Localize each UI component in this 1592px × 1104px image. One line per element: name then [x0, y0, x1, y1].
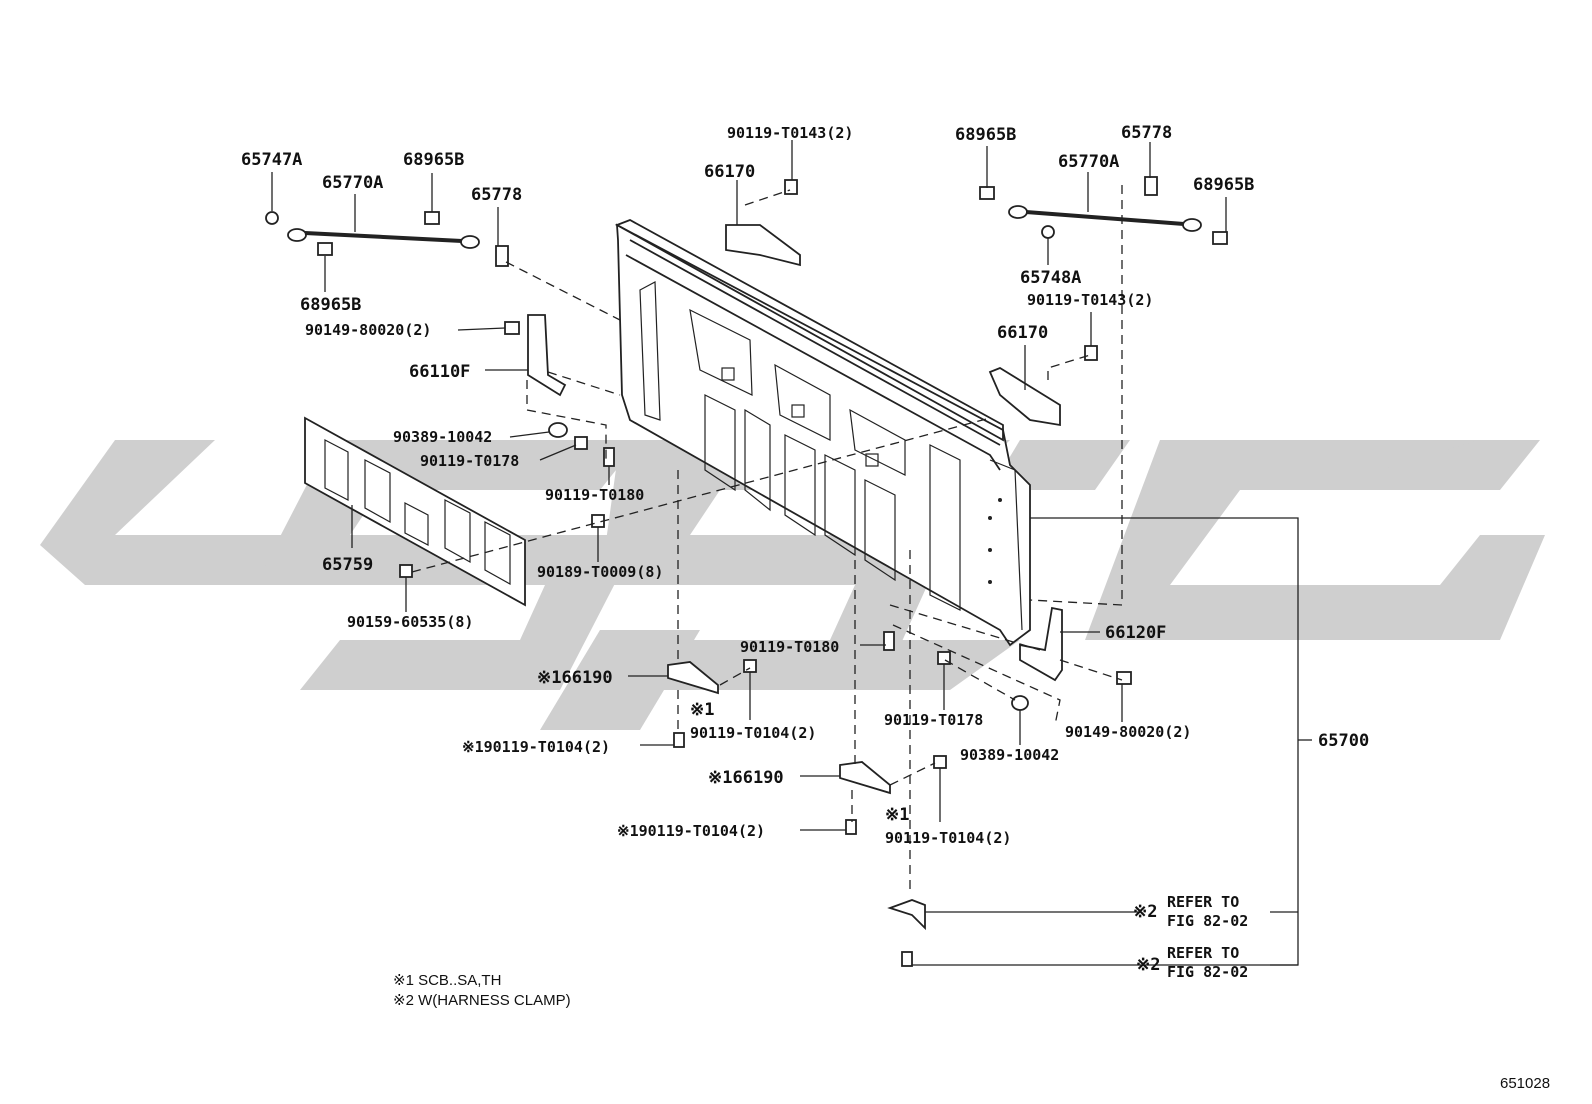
label-166190-left: ※166190 — [537, 668, 613, 688]
label-90119-t0143-top: 90119-T0143(2) — [727, 124, 853, 142]
footnotes: ※1 SCB..SA,TH ※2 W(HARNESS CLAMP) — [393, 972, 571, 1009]
ref2-mark: ※2 — [1136, 955, 1160, 975]
watermark-logo — [40, 440, 1545, 730]
label-68965b-bottom-left: 68965B — [300, 295, 361, 315]
leader-lines — [271, 140, 1312, 966]
label-90389-left: 90389-10042 — [393, 428, 492, 446]
label-90149-left: 90149-80020(2) — [305, 321, 431, 339]
inner-panel — [304, 416, 526, 607]
label-90119-t0180-right: 90119-T0180 — [740, 638, 839, 656]
label-66120f: 66120F — [1105, 623, 1166, 643]
note-mark-left: ※1 — [690, 700, 714, 720]
label-90189: 90189-T0009(8) — [537, 563, 663, 581]
ref2-line1: REFER TO — [1167, 944, 1239, 962]
label-65778-left: 65778 — [471, 185, 522, 205]
label-90149-right: 90149-80020(2) — [1065, 723, 1191, 741]
label-65747a: 65747A — [241, 150, 302, 170]
label-65770a-right: 65770A — [1058, 152, 1119, 172]
label-65748a: 65748A — [1020, 268, 1081, 288]
label-66110f: 66110F — [409, 362, 470, 382]
left-bracket — [504, 314, 567, 397]
ref1-line1: REFER TO — [1167, 893, 1239, 911]
ref2-line2: FIG 82-02 — [1167, 963, 1248, 981]
label-90119-t0178-left: 90119-T0178 — [420, 452, 519, 470]
upper-handle — [725, 179, 801, 267]
label-90119-t0180-left: 90119-T0180 — [545, 486, 644, 504]
label-166190-right: ※166190 — [708, 768, 784, 788]
label-68965b-top-left: 68965B — [403, 150, 464, 170]
label-90159: 90159-60535(8) — [347, 613, 473, 631]
left-support-cable — [265, 211, 509, 267]
right-support-cable — [979, 176, 1228, 245]
label-66170-top: 66170 — [704, 162, 755, 182]
label-90119-t0178-right: 90119-T0178 — [884, 711, 983, 729]
ref1-line2: FIG 82-02 — [1167, 912, 1248, 930]
label-90119-t0143-right: 90119-T0143(2) — [1027, 291, 1153, 309]
note-mark-right: ※1 — [885, 805, 909, 825]
label-65778-right: 65778 — [1121, 123, 1172, 143]
label-68965b-right: 68965B — [1193, 175, 1254, 195]
ref1-mark: ※2 — [1133, 902, 1157, 922]
note-2: ※2 W(HARNESS CLAMP) — [393, 992, 571, 1009]
label-65759: 65759 — [322, 555, 373, 575]
label-90119-t0104-left: 90119-T0104(2) — [690, 724, 816, 742]
right-bracket — [1019, 606, 1132, 685]
assembly-lines — [411, 185, 1123, 895]
label-90389-right: 90389-10042 — [960, 746, 1059, 764]
label-68965b-top-right: 68965B — [955, 125, 1016, 145]
right-lower-hinge — [839, 761, 891, 795]
part-labels: 65747A 65770A 68965B 65778 68965B 90149-… — [241, 123, 1369, 981]
label-90119-t0104-right: 90119-T0104(2) — [885, 829, 1011, 847]
label-66170-right: 66170 — [997, 323, 1048, 343]
label-190119-t0104-right: ※190119-T0104(2) — [617, 822, 765, 840]
note-1: ※1 SCB..SA,TH — [393, 972, 501, 989]
label-190119-t0104-left: ※190119-T0104(2) — [462, 738, 610, 756]
figure-code: 651028 — [1500, 1075, 1550, 1092]
harness-clamp — [887, 899, 926, 931]
label-65770a-left: 65770A — [322, 173, 383, 193]
tailgate-panel — [614, 219, 1031, 647]
label-65700: 65700 — [1318, 731, 1369, 751]
